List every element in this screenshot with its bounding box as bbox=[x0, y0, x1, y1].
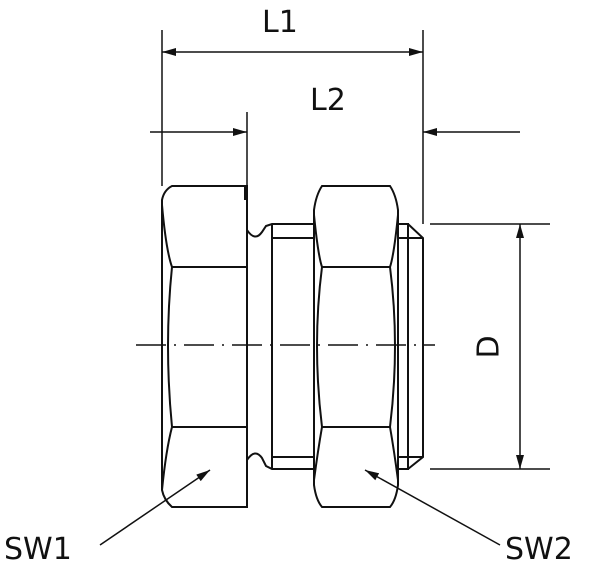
sw2-label: SW2 bbox=[505, 532, 573, 567]
d-label: D bbox=[471, 335, 507, 359]
left-hex-nut bbox=[161, 185, 248, 508]
right-hex-nut bbox=[313, 185, 399, 508]
extension-lines bbox=[161, 30, 550, 470]
dimension-lines bbox=[99, 48, 524, 546]
l1-label: L1 bbox=[262, 5, 298, 40]
l2-label: L2 bbox=[310, 83, 346, 118]
sw1-label: SW1 bbox=[4, 532, 72, 567]
sw1-leader bbox=[99, 469, 211, 546]
thread-body bbox=[246, 223, 424, 470]
sw2-leader bbox=[364, 469, 501, 546]
